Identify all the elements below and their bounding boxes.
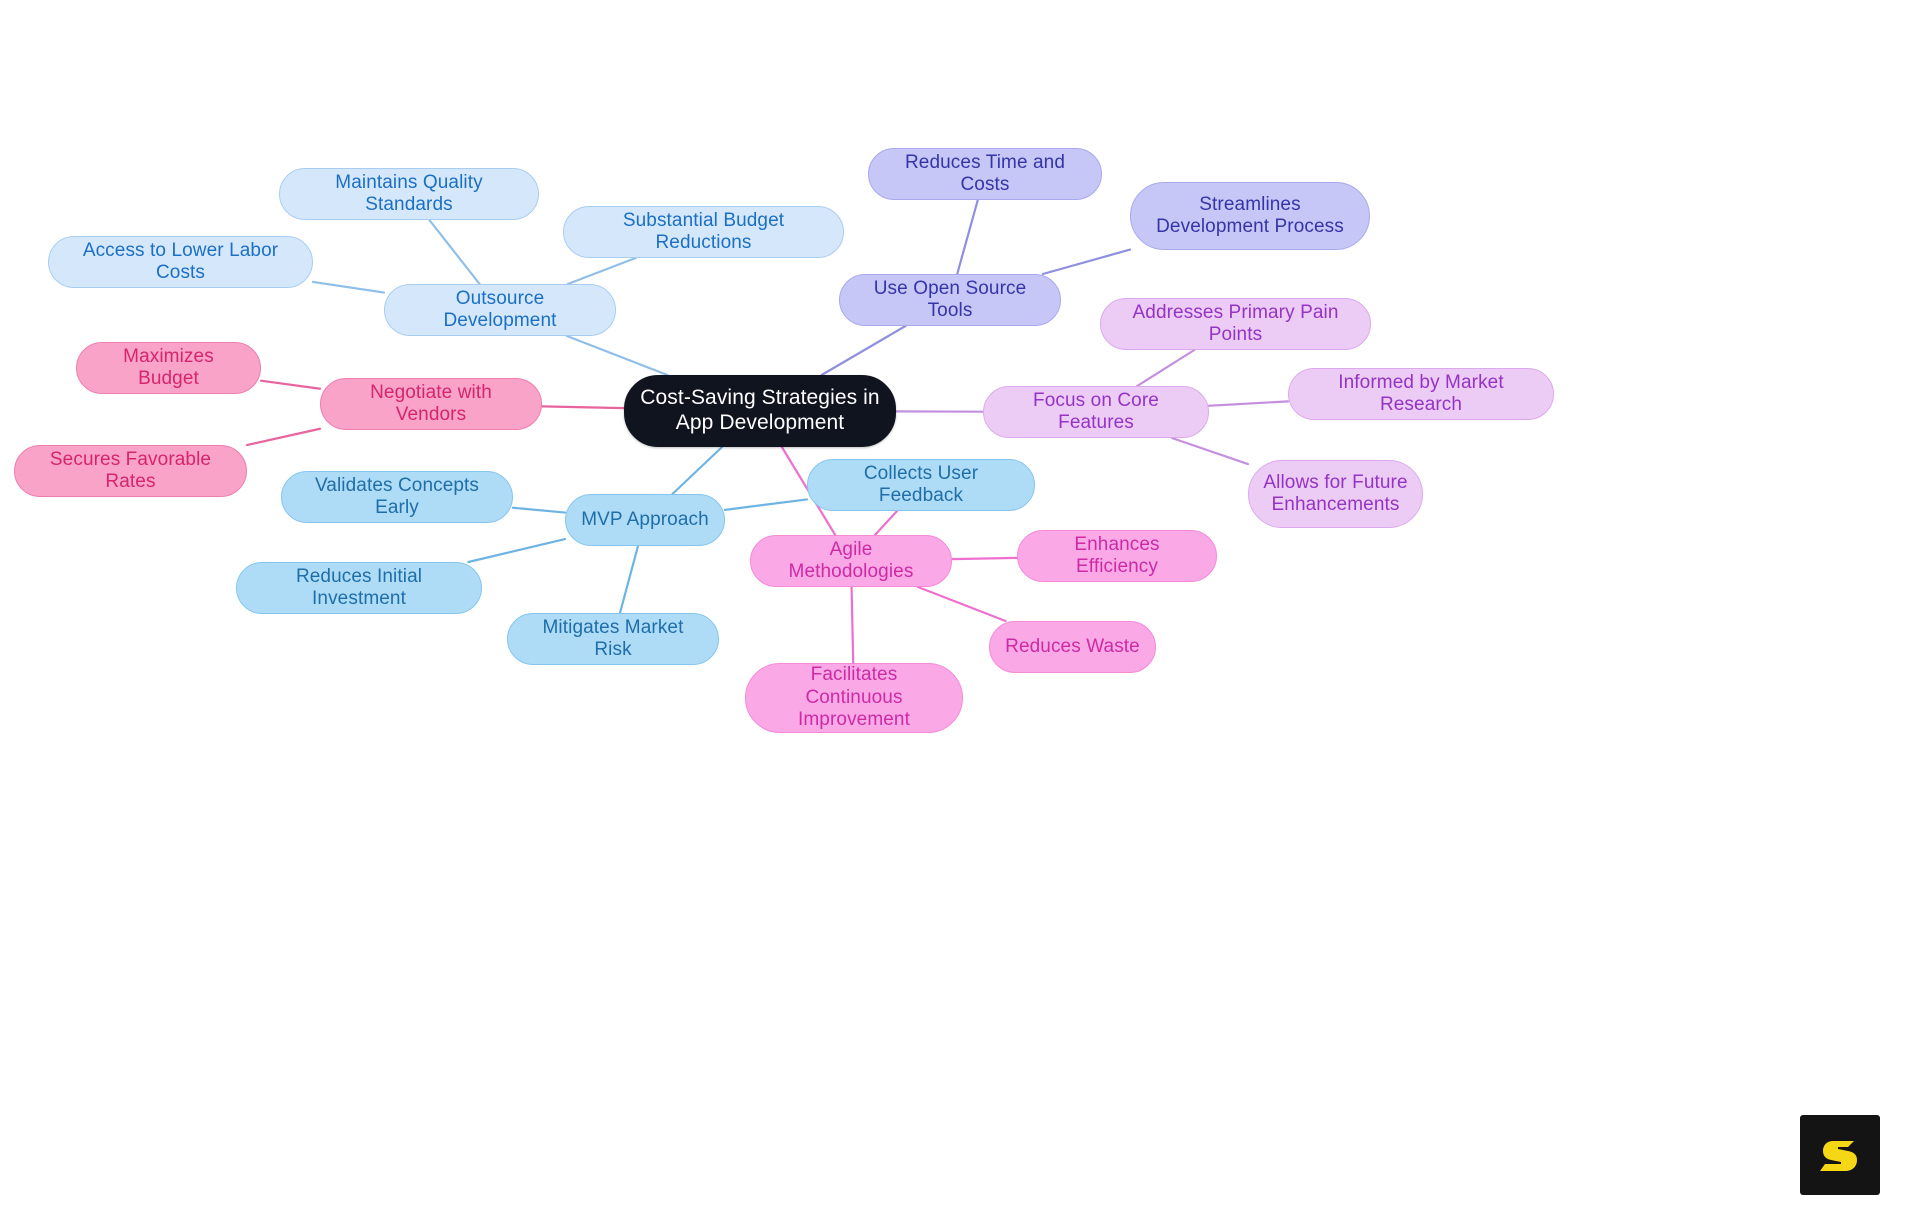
leaf-node-mitigates-market-risk[interactable]: Mitigates Market Risk <box>507 613 719 665</box>
node-label: Agile Methodologies <box>788 538 914 582</box>
node-label: Maintains Quality Standards <box>335 171 483 215</box>
node-label: Allows for Future Enhancements <box>1263 471 1408 515</box>
edge-negotiate-with-vendors-to-secures-favorable-rates <box>245 427 322 447</box>
edge-use-open-source-tools-to-streamlines-development-process <box>1041 248 1132 276</box>
leaf-node-validates-concepts-early[interactable]: Validates Concepts Early <box>281 471 513 523</box>
leaf-node-facilitates-continuous-improvement[interactable]: Facilitates Continuous Improvement <box>745 663 963 733</box>
edge-outsource-development-to-maintains-quality-standards <box>428 218 481 286</box>
node-label: Collects User Feedback <box>863 462 979 506</box>
leaf-node-allows-for-future-enhancements[interactable]: Allows for Future Enhancements <box>1248 460 1423 528</box>
root-node[interactable]: Cost-Saving Strategies in App Developmen… <box>624 375 896 447</box>
node-label: Reduces Initial Investment <box>295 565 423 609</box>
edge-focus-on-core-features-to-addresses-primary-pain-points <box>1136 348 1196 388</box>
leaf-node-access-lower-labor-costs[interactable]: Access to Lower Labor Costs <box>48 236 313 288</box>
node-label: Reduces Time and Costs <box>904 151 1066 195</box>
edge-root-to-outsource-development <box>565 334 669 377</box>
node-label: Enhances Efficiency <box>1074 533 1160 577</box>
node-label: Cost-Saving Strategies in App Developmen… <box>640 386 880 434</box>
leaf-node-addresses-primary-pain-points[interactable]: Addresses Primary Pain Points <box>1100 298 1371 350</box>
node-label: Outsource Development <box>443 287 557 331</box>
edge-outsource-development-to-substantial-budget-reductions <box>566 256 637 286</box>
edge-agile-methodologies-to-facilitates-continuous-improvement <box>850 585 855 665</box>
node-label: Use Open Source Tools <box>873 277 1027 321</box>
edge-root-to-mvp-approach <box>671 445 724 496</box>
node-label: Streamlines Development Process <box>1156 193 1344 237</box>
leaf-node-informed-by-market-research[interactable]: Informed by Market Research <box>1288 368 1554 420</box>
leaf-node-maximizes-budget[interactable]: Maximizes Budget <box>76 342 261 394</box>
leaf-node-secures-favorable-rates[interactable]: Secures Favorable Rates <box>14 445 247 497</box>
branch-node-focus-on-core-features[interactable]: Focus on Core Features <box>983 386 1209 438</box>
edge-root-to-negotiate-with-vendors <box>540 405 626 410</box>
leaf-node-maintains-quality-standards[interactable]: Maintains Quality Standards <box>279 168 539 220</box>
node-label: MVP Approach <box>581 508 709 530</box>
branch-node-mvp-approach[interactable]: MVP Approach <box>565 494 725 546</box>
leaf-node-reduces-waste[interactable]: Reduces Waste <box>989 621 1156 673</box>
node-label: Negotiate with Vendors <box>370 381 492 425</box>
edge-root-to-use-open-source-tools <box>820 324 907 377</box>
leaf-node-streamlines-development-process[interactable]: Streamlines Development Process <box>1130 182 1370 250</box>
node-label: Maximizes Budget <box>123 345 214 389</box>
edge-negotiate-with-vendors-to-maximizes-budget <box>259 379 322 390</box>
edge-focus-on-core-features-to-informed-by-market-research <box>1207 400 1290 407</box>
node-label: Substantial Budget Reductions <box>622 209 785 253</box>
branch-node-negotiate-with-vendors[interactable]: Negotiate with Vendors <box>320 378 542 430</box>
node-label: Addresses Primary Pain Points <box>1132 301 1339 345</box>
node-label: Facilitates Continuous Improvement <box>798 664 910 731</box>
node-label: Access to Lower Labor Costs <box>82 239 279 283</box>
edge-agile-methodologies-to-collects-user-feedback <box>873 509 899 537</box>
brand-logo-s <box>1800 1115 1880 1195</box>
node-label: Validates Concepts Early <box>314 474 480 518</box>
leaf-node-reduces-time-and-costs[interactable]: Reduces Time and Costs <box>868 148 1102 200</box>
node-label: Mitigates Market Risk <box>542 616 684 660</box>
edge-mvp-approach-to-reduces-initial-investment <box>467 537 567 564</box>
edge-mvp-approach-to-validates-concepts-early <box>511 506 567 514</box>
leaf-node-substantial-budget-reductions[interactable]: Substantial Budget Reductions <box>563 206 844 258</box>
logo-s-icon <box>1820 1141 1857 1171</box>
node-label: Focus on Core Features <box>1033 389 1159 433</box>
node-label: Informed by Market Research <box>1338 371 1504 415</box>
edge-agile-methodologies-to-reduces-waste <box>916 585 1007 623</box>
edge-mvp-approach-to-collects-user-feedback <box>723 498 809 511</box>
node-label: Reduces Waste <box>1005 635 1140 657</box>
edge-agile-methodologies-to-enhances-efficiency <box>950 556 1019 561</box>
edge-mvp-approach-to-mitigates-market-risk <box>618 544 640 615</box>
branch-node-outsource-development[interactable]: Outsource Development <box>384 284 616 336</box>
leaf-node-enhances-efficiency[interactable]: Enhances Efficiency <box>1017 530 1217 582</box>
edge-outsource-development-to-access-lower-labor-costs <box>311 280 386 294</box>
edge-use-open-source-tools-to-reduces-time-and-costs <box>956 198 979 276</box>
leaf-node-reduces-initial-investment[interactable]: Reduces Initial Investment <box>236 562 482 614</box>
branch-node-agile-methodologies[interactable]: Agile Methodologies <box>750 535 952 587</box>
node-label: Secures Favorable Rates <box>49 448 212 492</box>
edge-focus-on-core-features-to-allows-for-future-enhancements <box>1170 436 1250 466</box>
branch-node-use-open-source-tools[interactable]: Use Open Source Tools <box>839 274 1061 326</box>
leaf-node-collects-user-feedback[interactable]: Collects User Feedback <box>807 459 1035 511</box>
